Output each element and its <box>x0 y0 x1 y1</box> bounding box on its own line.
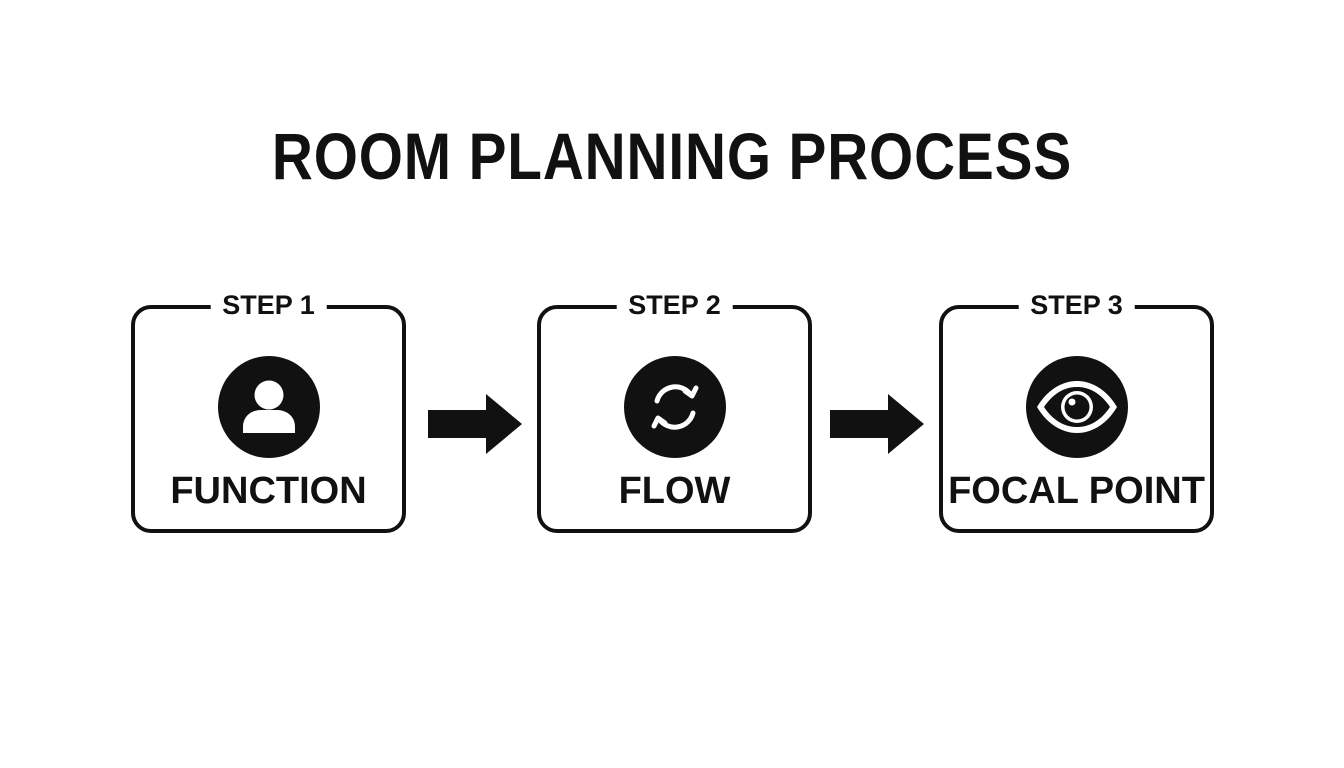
arrow-right-icon <box>830 392 926 456</box>
step-box-function: STEP 1 FUNCTION <box>131 289 406 533</box>
step-name: FUNCTION <box>170 470 367 512</box>
step-name: FLOW <box>618 470 731 512</box>
step-label: STEP 3 <box>1018 289 1135 321</box>
arrow-right-icon <box>428 392 524 456</box>
eye-icon <box>1025 355 1129 459</box>
step-name: FOCAL POINT <box>948 470 1205 512</box>
cycle-arrows-icon <box>623 355 727 459</box>
step-label: STEP 1 <box>210 289 327 321</box>
step-box-focal-point: STEP 3 FOCAL POINT <box>939 289 1214 533</box>
diagram-title: ROOM PLANNING PROCESS <box>271 119 1073 193</box>
step-box-flow: STEP 2 FLOW <box>537 289 812 533</box>
person-icon <box>217 355 321 459</box>
step-label: STEP 2 <box>616 289 733 321</box>
